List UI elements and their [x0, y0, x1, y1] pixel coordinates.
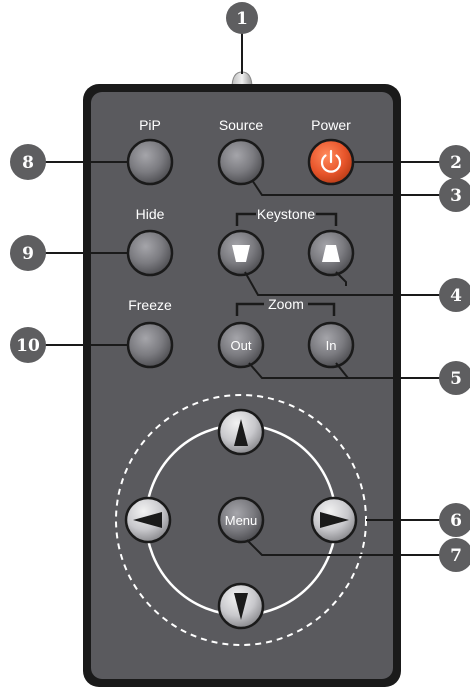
arrow-up-icon: [234, 419, 248, 446]
callout-10: 10: [10, 327, 46, 363]
callout-4: 4: [439, 278, 470, 312]
callout-2: 2: [439, 145, 470, 179]
arrow-left-icon: [133, 512, 162, 528]
svg-text:6: 6: [450, 511, 462, 531]
svg-text:3: 3: [450, 186, 462, 206]
callout-leaders: [30, 161, 440, 556]
nav-right-button[interactable]: [310, 496, 358, 544]
svg-text:2: 2: [450, 153, 462, 173]
zoom-bracket: [235, 302, 336, 316]
zoom-label: Zoom: [268, 296, 304, 312]
nav-down-button[interactable]: [217, 582, 265, 630]
menu-text: Menu: [225, 513, 258, 528]
power-button[interactable]: [307, 138, 355, 186]
keystone-up-button[interactable]: [307, 229, 355, 277]
svg-text:5: 5: [450, 369, 462, 389]
zoom-out-button[interactable]: Out: [217, 321, 265, 369]
svg-text:10: 10: [16, 336, 40, 356]
arrow-down-icon: [234, 593, 248, 620]
callout-6: 6: [439, 503, 470, 537]
pip-button[interactable]: [126, 138, 174, 186]
svg-text:1: 1: [236, 9, 248, 29]
callout-3: 3: [439, 178, 470, 212]
nav-up-button[interactable]: [217, 408, 265, 456]
hide-button[interactable]: [126, 229, 174, 277]
hide-label: Hide: [136, 206, 165, 222]
callout-8: 8: [10, 144, 46, 180]
nav-left-button[interactable]: [124, 496, 172, 544]
svg-text:4: 4: [450, 286, 462, 306]
zoom-in-text: In: [326, 338, 337, 353]
arrow-right-icon: [320, 512, 349, 528]
callout-5: 5: [439, 361, 470, 395]
power-icon: [320, 149, 342, 173]
freeze-button[interactable]: [126, 321, 174, 369]
callout-9: 9: [10, 235, 46, 271]
keystone-bracket: [235, 212, 338, 226]
callout-1: 1: [226, 2, 258, 34]
keystone-top-wide-icon: [232, 245, 250, 262]
zoom-out-text: Out: [231, 338, 252, 353]
svg-text:9: 9: [22, 244, 34, 264]
svg-text:8: 8: [22, 153, 34, 173]
zoom-in-button[interactable]: In: [307, 321, 355, 369]
freeze-label: Freeze: [128, 297, 172, 313]
source-button[interactable]: [217, 138, 265, 186]
pip-label: PiP: [139, 117, 161, 133]
keystone-down-button[interactable]: [217, 229, 265, 277]
menu-button[interactable]: Menu: [217, 496, 265, 544]
callout-7: 7: [439, 538, 470, 572]
keystone-bottom-wide-icon: [322, 245, 340, 262]
source-label: Source: [219, 117, 264, 133]
power-label: Power: [311, 117, 351, 133]
svg-text:7: 7: [450, 546, 462, 566]
keystone-label: Keystone: [257, 206, 316, 222]
